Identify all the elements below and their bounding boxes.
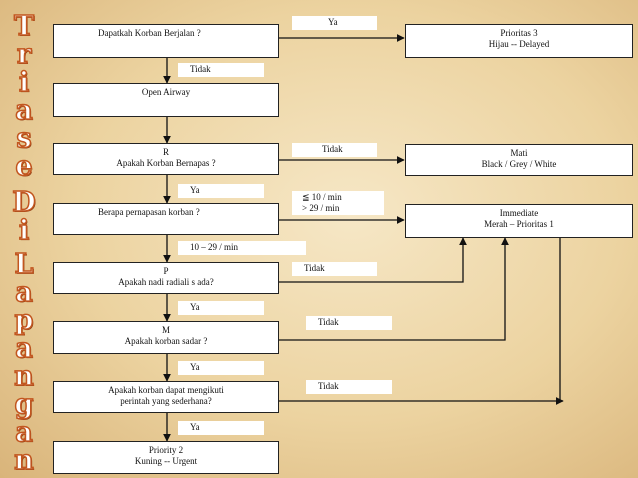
title-letter: a (15, 333, 34, 365)
box-open-airway-text: Open Airway (141, 87, 191, 97)
arrow-b5-r3 (278, 237, 467, 283)
title-letter: r (16, 39, 32, 71)
label-ya-pulse: Ya (178, 301, 264, 315)
label-tidak-commands: Tidak (306, 380, 392, 394)
box-priority-2-line1: Priority 2 (148, 445, 184, 455)
title-letter: a (15, 277, 34, 309)
box-priority-2: Priority 2 Kuning -- Urgent (53, 441, 279, 474)
box-dead-line1: Mati (510, 148, 528, 158)
box-priority-3-line1: Prioritas 3 (500, 28, 538, 38)
box-dead: Mati Black / Grey / White (405, 144, 633, 176)
title-letter: i (18, 215, 30, 247)
box-immediate-line1: Immediate (499, 208, 539, 218)
box-immediate-line2: Merah – Prioritas 1 (484, 219, 554, 229)
box-breathing-text: Apakah Korban Bernapas ? (116, 158, 216, 168)
box-priority-3: Prioritas 3 Hijau -- Delayed (405, 24, 633, 58)
title-letter: i (18, 67, 30, 99)
label-resp-normal: 10 – 29 / min (178, 241, 306, 255)
box-follow-commands-line2: perintah yang sederhana? (120, 396, 212, 406)
label-resp-extremes: ≦ 10 / min > 29 / min (292, 191, 384, 215)
box-breathing: R Apakah Korban Bernapas ? (53, 143, 279, 175)
vertical-title: T r i a s e D i L a p a n g a n (4, 10, 44, 477)
title-letter: D (12, 187, 37, 219)
box-radial-pulse-letter: P (163, 266, 169, 276)
arrow-b6-r3 (278, 237, 509, 341)
box-can-walk-text: Dapatkah Korban Berjalan ? (98, 28, 201, 38)
title-letter: T (13, 11, 35, 43)
box-radial-pulse: P Apakah nadi radiali s ada? (53, 262, 279, 294)
label-ya-walk: Ya (292, 16, 377, 30)
box-breathing-letter: R (162, 147, 169, 157)
box-resp-rate: Berapa pernapasan korban ? (53, 203, 279, 235)
title-letter: a (15, 417, 34, 449)
box-follow-commands: Apakah korban dapat mengikuti perintah y… (53, 381, 279, 413)
box-radial-pulse-text: Apakah nadi radiali s ada? (118, 277, 214, 287)
box-priority-2-line2: Kuning -- Urgent (134, 456, 198, 466)
box-resp-rate-text: Berapa pernapasan korban ? (98, 207, 200, 217)
title-letter: g (14, 389, 34, 421)
label-ya-breathing: Ya (178, 184, 264, 198)
label-tidak-pulse: Tidak (292, 262, 377, 276)
label-resp-high: > 29 / min (302, 203, 340, 213)
box-priority-3-line2: Hijau -- Delayed (488, 39, 550, 49)
title-letter: e (15, 151, 34, 183)
label-tidak-conscious: Tidak (306, 316, 392, 330)
title-letter: L (14, 249, 34, 281)
label-resp-low: ≦ 10 / min (302, 192, 342, 202)
label-ya-conscious: Ya (178, 361, 264, 375)
title-letter: n (13, 445, 34, 477)
box-conscious-letter: M (161, 325, 170, 335)
title-letter: s (16, 123, 33, 155)
box-open-airway: Open Airway (53, 83, 279, 117)
title-letter: n (13, 361, 34, 393)
box-follow-commands-line1: Apakah korban dapat mengikuti (108, 385, 224, 395)
label-ya-commands: Ya (178, 421, 264, 435)
box-dead-line2: Black / Grey / White (481, 159, 557, 169)
label-tidak-breathing: Tidak (292, 143, 377, 157)
box-conscious-text: Apakah korban sadar ? (124, 336, 208, 346)
box-can-walk: Dapatkah Korban Berjalan ? (53, 24, 279, 58)
label-tidak-walk: Tidak (178, 63, 264, 77)
box-immediate: Immediate Merah – Prioritas 1 (405, 204, 633, 238)
title-letter: p (14, 305, 34, 337)
title-letter: a (15, 95, 34, 127)
box-conscious: M Apakah korban sadar ? (53, 321, 279, 354)
